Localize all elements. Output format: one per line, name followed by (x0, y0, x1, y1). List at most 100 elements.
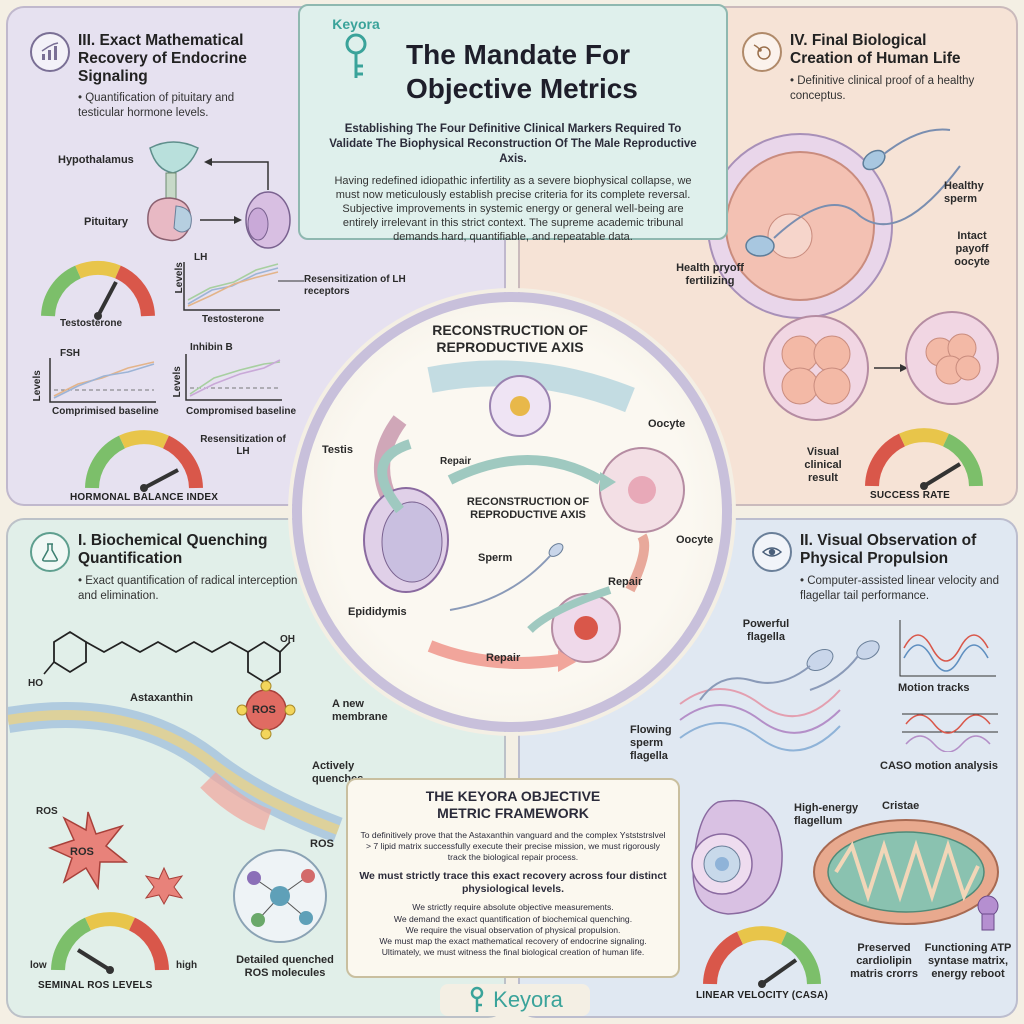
atp-label: Functioning ATP syntase matrix, energy r… (924, 942, 1012, 981)
success-rate-label: SUCCESS RATE (870, 490, 951, 501)
astaxanthin-label: Astaxanthin (130, 692, 193, 704)
caso-chart (902, 713, 998, 752)
lh-chart (183, 262, 280, 311)
testosterone-chart-label: Testosterone (202, 314, 265, 325)
health-fertilizing-label: Health pryoff fertilizing (676, 262, 744, 288)
seminal-ros-label: SEMINAL ROS LEVELS (38, 980, 153, 991)
testosterone-gauge-label: Testosterone (60, 318, 123, 329)
page-title-line1: The Mandate For (406, 39, 631, 70)
quenched-ros-illustration (233, 849, 327, 943)
resensitization-receptors-label: Resensitization of LH receptors (304, 274, 406, 297)
quadrant-bullet: • Exact quantification of radical interc… (78, 574, 298, 602)
hormonal-balance-gauge (85, 430, 203, 492)
repair-label-2: Repair (608, 576, 643, 588)
cristae-label: Cristae (882, 800, 920, 812)
actively-quenches-label: Actively quenches (312, 760, 364, 786)
hormonal-index-label: HORMONAL BALANCE INDEX (70, 492, 219, 503)
ros-label-4: ROS (310, 838, 334, 850)
caso-label: CASO motion analysis (880, 760, 998, 772)
success-rate-gauge (865, 428, 983, 490)
oocyte-label-1: Oocyte (648, 418, 686, 430)
levels-label-fsh: Levels (31, 370, 43, 402)
quadrant-title: IV. Final Biological Creation of Human L… (790, 32, 961, 67)
powerful-flagella-label: Powerful flagella (742, 618, 790, 644)
center-inner-title: RECONSTRUCTION OF REPRODUCTIVE AXIS (466, 496, 590, 522)
ros-molecule-2 (48, 811, 128, 890)
lh-label: LH (194, 252, 208, 263)
epididymis-label: Epididymis (348, 606, 407, 618)
framework-card: THE KEYORA OBJECTIVE METRIC FRAMEWORK To… (346, 778, 680, 978)
low-label: low (30, 960, 47, 971)
oocyte-fertilization-illustration (707, 128, 961, 319)
pituitary-illustration (147, 141, 291, 249)
brand-name: Keyora (332, 16, 380, 32)
linear-velocity-gauge (703, 926, 821, 988)
title-card: Keyora The Mandate For Objective Metrics… (298, 4, 728, 243)
key-icon (470, 986, 484, 1012)
footer-brand-name: Keyora (493, 987, 563, 1012)
testis-label: Testis (322, 444, 353, 456)
resensitization-lh-label: Resensitization of LH (200, 434, 286, 457)
oocyte-label-2: Oocyte (676, 534, 714, 546)
chart-icon (30, 32, 70, 72)
ros-label-1: ROS (252, 704, 276, 716)
oh-label-1: OH (280, 634, 295, 645)
astaxanthin-structure (43, 630, 291, 684)
repair-label-1: Repair (440, 456, 472, 467)
fsh-label: FSH (60, 348, 80, 359)
motion-tracks-chart (899, 620, 996, 677)
compromised-baseline-2: Compromised baseline (186, 406, 297, 417)
high-energy-label: High-energy flagellum (794, 802, 859, 828)
flowing-sperm-label: Flowing sperm flagella (630, 724, 672, 763)
framework-emphasis: We must strictly trace this exact recove… (359, 870, 667, 896)
quadrant-title: II. Visual Observation of Physical Propu… (800, 532, 977, 567)
cardiolipin-label: Preserved cardiolipin matris crorrs (850, 942, 918, 981)
framework-line-5: Ultimately, we must witness the final bi… (381, 947, 645, 958)
page-intro: Having redefined idiopathic infertility … (334, 175, 692, 244)
framework-line-4: We must map the exact mathematical recov… (379, 935, 647, 946)
testosterone-gauge (41, 260, 155, 320)
visual-result-label: Visual clinical result (804, 446, 842, 485)
ros-label-3: ROS (36, 806, 58, 817)
brand-logo: Keyora (314, 16, 398, 87)
intact-oocyte-label: Intact payoff oocyte (954, 230, 990, 269)
flagellum-illustration (691, 799, 783, 915)
cell-membrane (8, 702, 343, 843)
inhibin-label: Inhibin B (190, 342, 233, 353)
seminal-ros-gauge (51, 912, 169, 974)
key-icon (345, 33, 367, 78)
pituitary-label: Pituitary (84, 216, 129, 228)
eye-icon (752, 532, 792, 572)
center-title: RECONSTRUCTION OF REPRODUCTIVE AXIS (432, 322, 588, 355)
framework-line-3: We require the visual observation of phy… (405, 924, 621, 935)
high-label: high (176, 960, 198, 971)
reproductive-axis-illustration (363, 360, 685, 672)
compromised-baseline-1: Comprimised baseline (52, 406, 159, 417)
flask-icon (30, 532, 70, 572)
inhibin-chart (185, 354, 282, 401)
framework-line-2: We demand the exact quantification of bi… (393, 913, 633, 924)
quadrant-bullet: • Quantification of pituitary and testic… (78, 92, 235, 120)
repair-label-3: Repair (486, 652, 521, 664)
new-membrane-label: A new membrane (332, 698, 388, 724)
framework-intro: To definitively prove that the Astaxanth… (360, 829, 666, 862)
page-subtitle: Establishing The Four Definitive Clinica… (329, 123, 697, 166)
healthy-sperm-label: Healthy sperm (944, 180, 984, 206)
sperm-motion-illustration (679, 640, 880, 752)
sperm-label: Sperm (478, 552, 513, 564)
ros-label-2: ROS (70, 846, 94, 858)
quadrant-bullet: • Computer-assisted linear velocity and … (800, 574, 999, 602)
fertilization-icon (742, 32, 782, 72)
framework-line-1: We strictly require absolute objective m… (412, 902, 614, 913)
quadrant-title: III. Exact Mathematical Recovery of Endo… (78, 32, 247, 85)
ros-molecule-3 (144, 866, 184, 906)
embryo-illustration (763, 311, 999, 421)
framework-title: THE KEYORA OBJECTIVE METRIC FRAMEWORK (425, 788, 601, 821)
ros-molecule-1 (236, 680, 296, 740)
mitochondrion-illustration (813, 819, 999, 931)
quenched-ros-label: Detailed quenched ROS molecules (236, 954, 334, 980)
quadrant-bullet: • Definitive clinical proof of a healthy… (790, 74, 975, 102)
hypothalamus-label: Hypothalamus (58, 154, 134, 166)
page-title-line2: Objective Metrics (406, 73, 638, 105)
footer-brand: Keyora (440, 984, 590, 1016)
